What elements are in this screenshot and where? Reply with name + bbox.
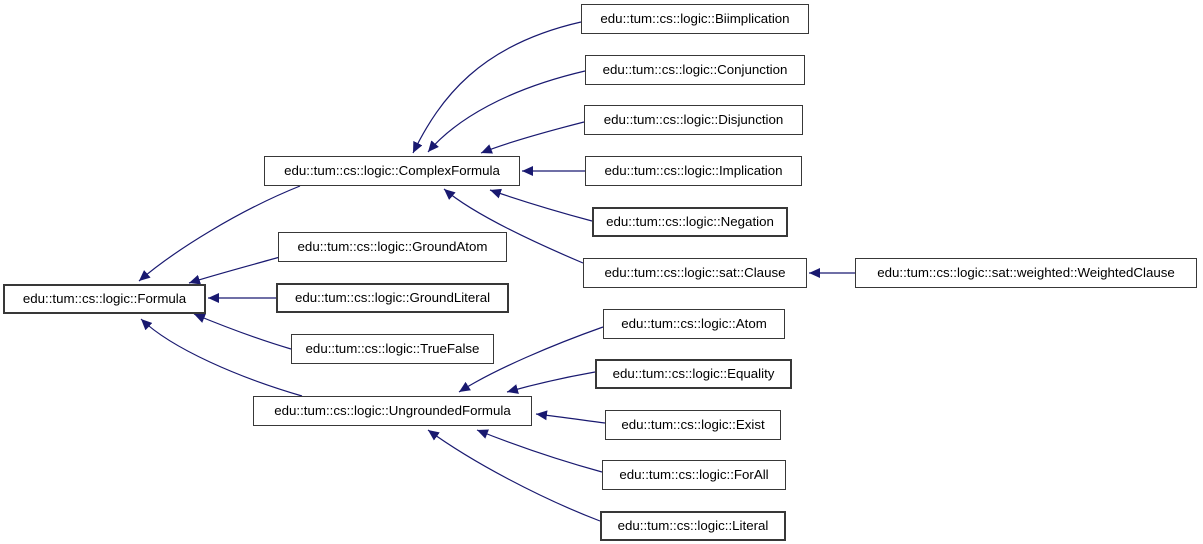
node-true-false[interactable]: edu::tum::cs::logic::TrueFalse (291, 334, 494, 364)
node-complex-formula[interactable]: edu::tum::cs::logic::ComplexFormula (264, 156, 520, 186)
node-atom[interactable]: edu::tum::cs::logic::Atom (603, 309, 785, 339)
edge-literal-ungroundedFormula (427, 429, 601, 522)
node-equality[interactable]: edu::tum::cs::logic::Equality (595, 359, 792, 389)
node-conjunction[interactable]: edu::tum::cs::logic::Conjunction (585, 55, 805, 85)
node-formula[interactable]: edu::tum::cs::logic::Formula (3, 284, 206, 314)
node-ungrounded-formula[interactable]: edu::tum::cs::logic::UngroundedFormula (253, 396, 532, 426)
node-ground-atom[interactable]: edu::tum::cs::logic::GroundAtom (278, 232, 507, 262)
edge-complexFormula-formula (138, 185, 301, 282)
edge-groundAtom-formula (188, 256, 281, 285)
edge-equality-ungroundedFormula (506, 371, 596, 394)
edge-clause-complexFormula (443, 188, 584, 264)
node-ground-literal[interactable]: edu::tum::cs::logic::GroundLiteral (276, 283, 509, 313)
node-forall[interactable]: edu::tum::cs::logic::ForAll (602, 460, 786, 490)
edge-exist-ungroundedFormula (535, 410, 606, 424)
edge-negation-complexFormula (489, 188, 593, 222)
node-weighted-clause[interactable]: edu::tum::cs::logic::sat::weighted::Weig… (855, 258, 1197, 288)
edge-biimplication-complexFormula (412, 21, 582, 154)
node-negation[interactable]: edu::tum::cs::logic::Negation (592, 207, 788, 237)
node-implication[interactable]: edu::tum::cs::logic::Implication (585, 156, 802, 186)
edge-forAll-ungroundedFormula (476, 429, 603, 473)
edge-trueFalse-formula (193, 313, 292, 350)
node-literal[interactable]: edu::tum::cs::logic::Literal (600, 511, 786, 541)
edge-conjunction-complexFormula (427, 70, 586, 153)
node-exist[interactable]: edu::tum::cs::logic::Exist (605, 410, 781, 440)
edge-disjunction-complexFormula (480, 121, 585, 154)
node-clause[interactable]: edu::tum::cs::logic::sat::Clause (583, 258, 807, 288)
node-disjunction[interactable]: edu::tum::cs::logic::Disjunction (584, 105, 803, 135)
edge-ungroundedFormula-formula (140, 318, 303, 397)
edge-atom-ungroundedFormula (458, 326, 604, 393)
node-biimplication[interactable]: edu::tum::cs::logic::Biimplication (581, 4, 809, 34)
